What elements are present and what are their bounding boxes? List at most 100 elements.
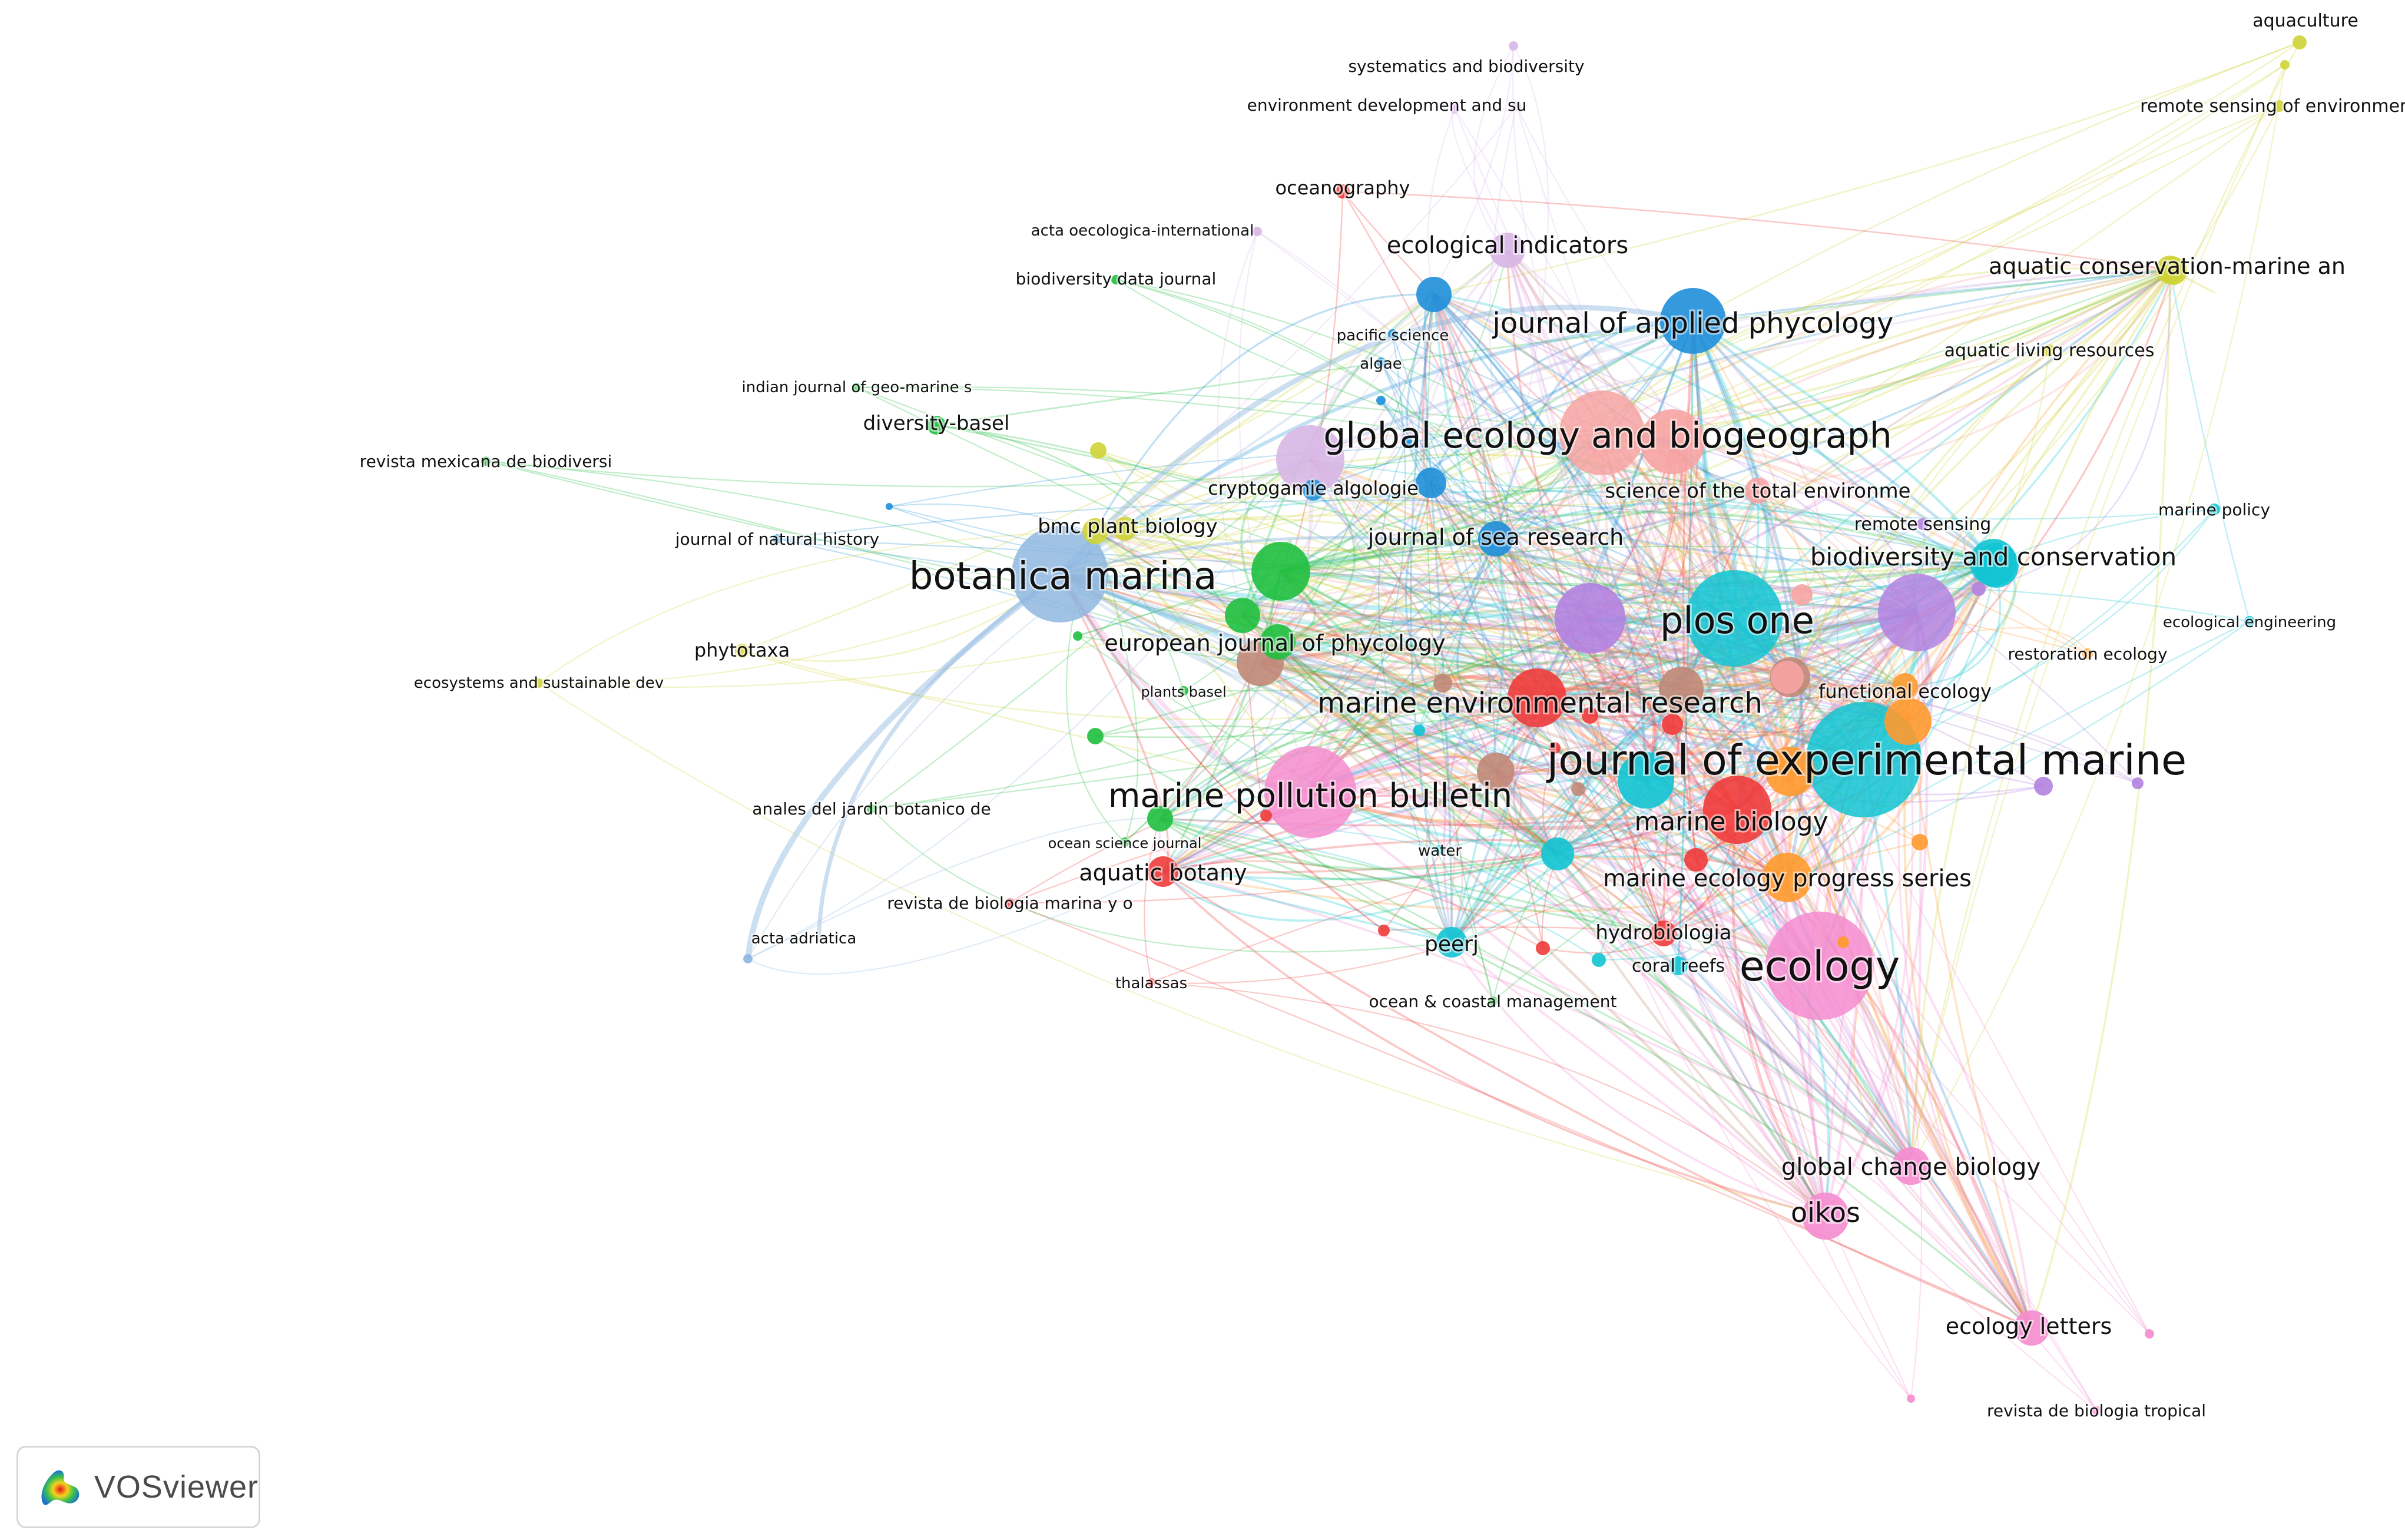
network-node[interactable]	[1450, 104, 1459, 114]
node-label-anales-del-jardin-botanico-de[interactable]: anales del jardin botanico de	[750, 797, 992, 820]
network-node[interactable]	[1555, 583, 1625, 654]
network-node[interactable]	[1892, 673, 1918, 699]
network-node[interactable]	[886, 503, 893, 510]
node-label-plants-basel[interactable]: plants basel	[1139, 682, 1228, 702]
node-label-diversity-basel[interactable]: diversity-basel	[862, 410, 1012, 437]
network-node[interactable]	[1651, 920, 1677, 946]
network-node[interactable]	[1005, 898, 1015, 908]
node-label-aquaculture[interactable]: aquaculture	[2251, 9, 2360, 33]
network-node[interactable]	[2145, 1329, 2154, 1339]
network-node[interactable]	[2244, 616, 2255, 627]
node-label-global-ecology-and-biogeograph[interactable]: global ecology and biogeograph	[1321, 413, 1893, 458]
network-node[interactable]	[1512, 101, 1521, 111]
network-node[interactable]	[1413, 724, 1425, 736]
node-label-marine-biology[interactable]: marine biology	[1632, 805, 1830, 839]
network-node[interactable]	[1488, 996, 1498, 1006]
network-node[interactable]	[743, 954, 753, 963]
network-node[interactable]	[1225, 598, 1260, 633]
node-label-aquatic-botany[interactable]: aquatic botany	[1077, 858, 1248, 887]
network-node[interactable]	[2280, 60, 2290, 69]
network-node[interactable]	[1303, 479, 1324, 501]
network-node[interactable]	[1917, 518, 1929, 530]
network-node[interactable]	[2034, 777, 2053, 796]
network-node[interactable]	[2132, 777, 2144, 789]
node-label-biodiversity-and-conservation[interactable]: biodiversity and conservation	[1808, 541, 2178, 573]
network-node[interactable]	[1791, 584, 1813, 605]
network-node[interactable]	[1260, 624, 1296, 660]
network-node[interactable]	[1478, 521, 1513, 557]
node-label-indian-journal-of-geo-marine-s[interactable]: indian journal of geo-marine s	[740, 377, 974, 398]
network-node[interactable]	[1763, 853, 1812, 902]
network-node[interactable]	[1549, 742, 1561, 754]
network-node[interactable]	[481, 456, 491, 466]
network-node[interactable]	[1884, 698, 1932, 745]
network-node[interactable]	[1618, 752, 1674, 809]
node-label-ecosystems-and-sustainable-dev[interactable]: ecosystems and sustainable dev	[412, 673, 665, 694]
network-node[interactable]	[1684, 848, 1708, 872]
node-label-ecology-letters[interactable]: ecology letters	[1944, 1312, 2114, 1341]
network-node[interactable]	[2043, 345, 2055, 356]
node-label-journal-of-applied-phycology[interactable]: journal of applied phycology	[1490, 305, 1896, 342]
network-node[interactable]	[1082, 518, 1108, 544]
node-label-phytotaxa[interactable]: phytotaxa	[693, 637, 791, 663]
network-node[interactable]	[1264, 746, 1356, 838]
network-node[interactable]	[1433, 674, 1452, 693]
node-label-cryptogamie-algologie[interactable]: cryptogamie algologie	[1206, 475, 1420, 501]
network-node[interactable]	[1376, 357, 1386, 367]
network-node[interactable]	[1251, 542, 1310, 601]
node-label-oikos[interactable]: oikos	[1789, 1195, 1862, 1230]
node-label-aquatic-conservation-marine-an[interactable]: aquatic conservation-marine an	[1987, 251, 2347, 281]
node-label-revista-de-biologia-marina-y-o[interactable]: revista de biologia marina y o	[885, 892, 1134, 915]
network-node[interactable]	[1073, 631, 1082, 641]
network-node[interactable]	[534, 678, 544, 688]
network-node[interactable]	[1878, 574, 1956, 651]
node-label-thalassas[interactable]: thalassas	[1114, 973, 1189, 994]
network-node[interactable]	[1090, 442, 1107, 459]
network-node[interactable]	[927, 416, 946, 435]
network-node[interactable]	[1508, 668, 1566, 727]
node-label-science-of-the-total-environme[interactable]: science of the total environme	[1603, 478, 1912, 505]
node-label-marine-pollution-bulletin[interactable]: marine pollution bulletin	[1107, 775, 1514, 817]
network-node[interactable]	[1388, 329, 1397, 339]
network-node[interactable]	[1669, 956, 1688, 975]
network-node[interactable]	[1771, 661, 1804, 694]
node-label-restoration-ecology[interactable]: restoration ecology	[2006, 643, 2169, 665]
network-node[interactable]	[1477, 753, 1515, 790]
network-node[interactable]	[1120, 837, 1129, 847]
network-node[interactable]	[1087, 728, 1104, 744]
network-node[interactable]	[852, 383, 862, 392]
network-node[interactable]	[1276, 425, 1344, 494]
network-node[interactable]	[2092, 1406, 2101, 1415]
node-label-functional-ecology[interactable]: functional ecology	[1817, 678, 1993, 704]
node-label-ocean-coastal-management[interactable]: ocean & coastal management	[1367, 990, 1619, 1013]
node-label-ocean-science-journal[interactable]: ocean science journal	[1046, 833, 1204, 853]
network-node[interactable]	[1147, 978, 1155, 986]
network-node[interactable]	[1536, 941, 1550, 955]
node-label-ecology[interactable]: ecology	[1738, 940, 1902, 992]
network-node[interactable]	[1559, 390, 1644, 475]
network-node[interactable]	[1179, 686, 1188, 696]
network-node[interactable]	[1378, 925, 1390, 936]
network-node[interactable]	[735, 644, 749, 658]
node-label-marine-ecology-progress-series[interactable]: marine ecology progress series	[1601, 863, 1973, 894]
network-node[interactable]	[1147, 806, 1173, 832]
node-label-remote-sensing-of-environment[interactable]: remote sensing of environment	[2138, 94, 2405, 118]
network-node[interactable]	[1582, 707, 1598, 724]
node-label-pacific-science[interactable]: pacific science	[1335, 325, 1451, 346]
network-node[interactable]	[1912, 834, 1928, 850]
node-label-coral-reefs[interactable]: coral reefs	[1630, 954, 1727, 978]
network-node[interactable]	[1686, 570, 1783, 667]
network-node[interactable]	[1662, 714, 1683, 735]
node-label-acta-oecologica-international[interactable]: acta oecologica-international	[1029, 220, 1256, 241]
network-node[interactable]	[1260, 810, 1272, 822]
network-node[interactable]	[1703, 776, 1771, 844]
network-node[interactable]	[1509, 41, 1518, 51]
network-node[interactable]	[2273, 100, 2285, 112]
network-node[interactable]	[2082, 648, 2093, 659]
network-node[interactable]	[1907, 1395, 1915, 1403]
node-label-global-change-biology[interactable]: global change biology	[1780, 1152, 2042, 1183]
node-label-revista-mexicana-de-biodiversi[interactable]: revista mexicana de biodiversi	[358, 450, 614, 473]
network-node[interactable]	[1416, 277, 1452, 312]
network-node[interactable]	[1148, 856, 1178, 887]
network-node[interactable]	[1111, 275, 1121, 284]
